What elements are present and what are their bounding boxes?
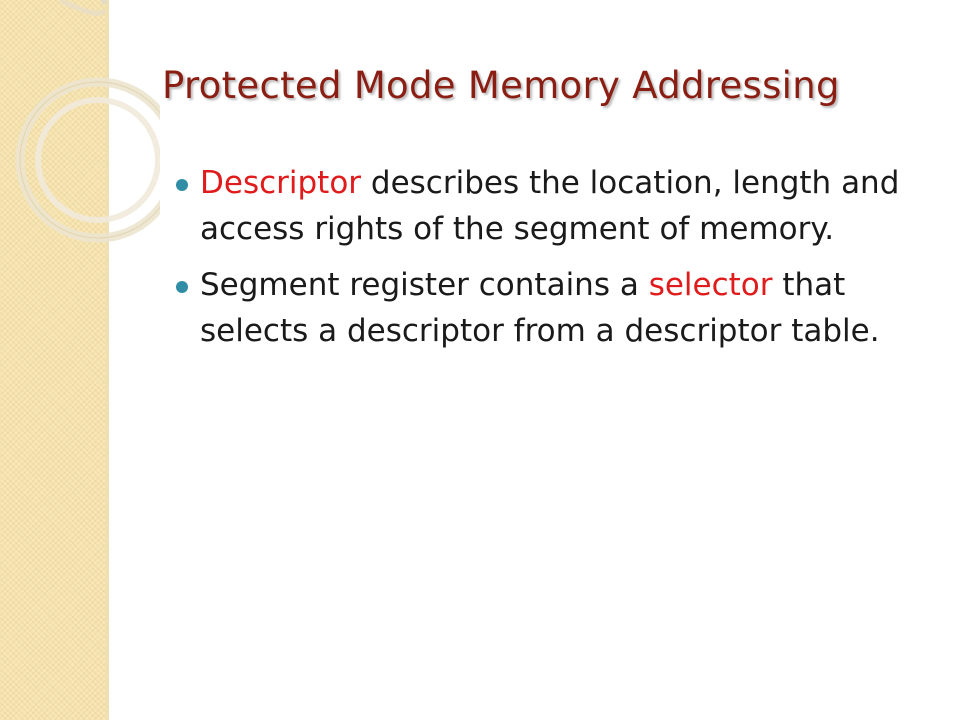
highlight-term: Descriptor <box>200 165 362 201</box>
bullet-list: Descriptor describes the location, lengt… <box>176 160 916 364</box>
sidebar-edge <box>106 0 109 720</box>
bullet-dot-icon <box>176 281 188 293</box>
bullet-item-selector: Segment register contains a selector tha… <box>176 262 916 354</box>
bullet-text: Segment register contains a <box>200 267 649 303</box>
bullet-text: describes the location, length and acces… <box>200 165 900 247</box>
decorative-sidebar <box>0 0 107 720</box>
highlight-term: selector <box>648 267 773 303</box>
bullet-dot-icon <box>176 179 188 191</box>
bullet-item-descriptor: Descriptor describes the location, lengt… <box>176 160 916 252</box>
slide-title: Protected Mode Memory Addressing <box>162 64 840 107</box>
bullet-text: that selects a descriptor from a descrip… <box>200 267 880 349</box>
